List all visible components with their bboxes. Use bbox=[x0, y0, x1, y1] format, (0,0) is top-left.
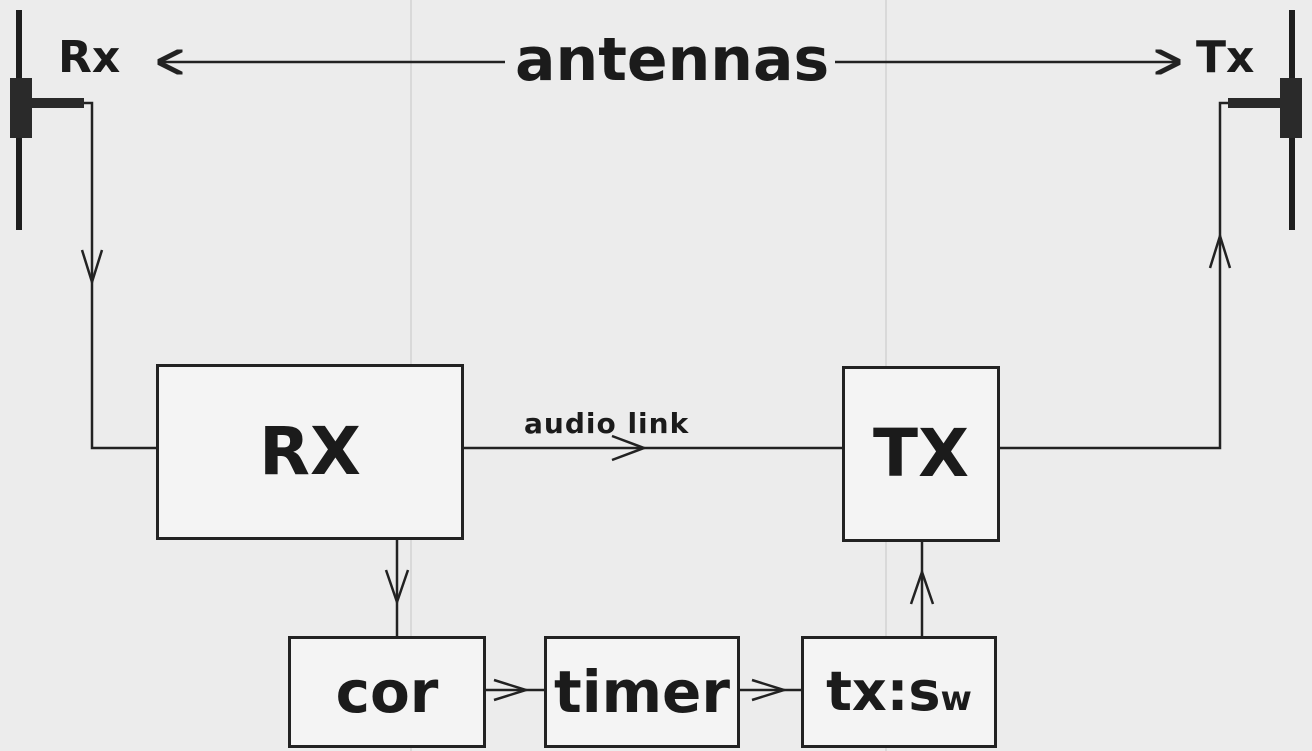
tx-switch-block: tx:sw bbox=[801, 636, 997, 748]
tx-block: TX bbox=[842, 366, 1000, 542]
tx-feed-arrow bbox=[1208, 231, 1232, 269]
rx-feed-arrow bbox=[80, 249, 104, 287]
cor-block: cor bbox=[288, 636, 486, 748]
audio-link-arrow bbox=[611, 434, 648, 462]
timer-to-txsw-arrow bbox=[751, 678, 789, 702]
tx-switch-main: tx:s bbox=[826, 660, 941, 723]
tx-feed-line bbox=[998, 101, 1228, 450]
rx-antenna-label: Rx bbox=[58, 32, 121, 83]
rx-block: RX bbox=[156, 364, 464, 540]
tx-antenna-icon bbox=[1228, 10, 1302, 230]
cor-block-label: cor bbox=[335, 658, 439, 726]
tx-block-label: TX bbox=[873, 415, 969, 492]
tx-antenna-label: Tx bbox=[1196, 32, 1255, 83]
rx-feed-line bbox=[84, 101, 158, 450]
audio-link-label: audio link bbox=[524, 407, 690, 440]
rx-to-cor-arrow bbox=[384, 569, 410, 606]
timer-block-label: timer bbox=[554, 658, 730, 726]
antennas-title: antennas bbox=[515, 25, 830, 95]
tx-switch-label: tx:sw bbox=[826, 665, 972, 719]
tx-switch-subscript: w bbox=[940, 679, 972, 719]
rx-block-label: RX bbox=[259, 413, 361, 490]
txsw-to-tx-arrow bbox=[909, 568, 935, 605]
rx-antenna-icon bbox=[10, 10, 84, 230]
timer-block: timer bbox=[544, 636, 740, 748]
cor-to-timer-arrow bbox=[493, 678, 531, 702]
